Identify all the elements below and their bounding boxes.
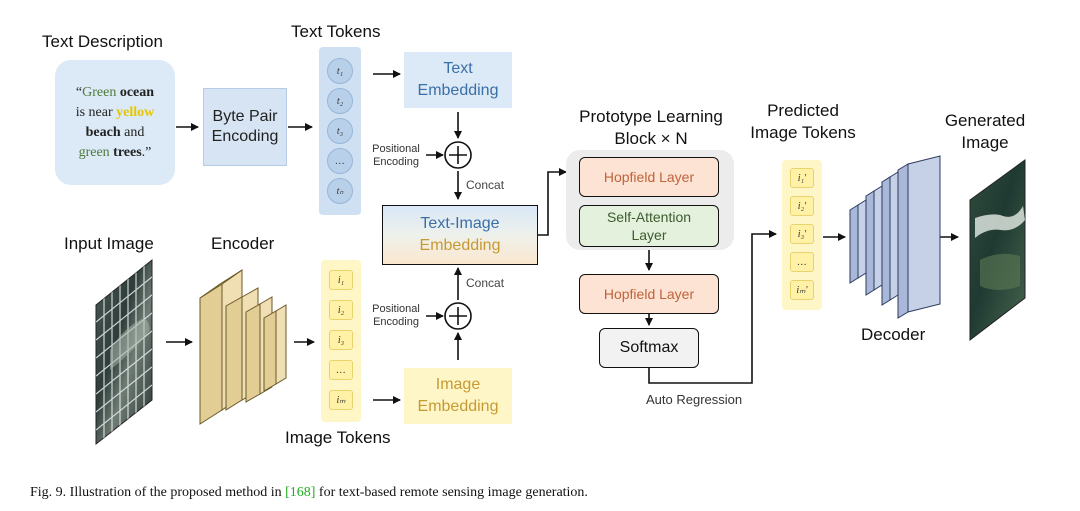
generated-image-thumbnail bbox=[969, 159, 1026, 342]
text-token: tₙ bbox=[327, 178, 353, 204]
image-token: … bbox=[329, 360, 353, 380]
text-token: t₂ bbox=[327, 88, 353, 114]
input-image-thumbnail bbox=[95, 258, 153, 446]
predicted-token: iₘ' bbox=[790, 280, 814, 300]
label-concat-bottom: Concat bbox=[466, 276, 505, 290]
label-text-description: Text Description bbox=[42, 32, 163, 51]
predicted-token: … bbox=[790, 252, 814, 272]
predicted-token: i₃' bbox=[790, 224, 814, 244]
label-input-image: Input Image bbox=[64, 234, 154, 253]
hopfield-layer-2: Hopfield Layer bbox=[579, 274, 719, 314]
text-description-box: “Green ocean is near yellow beach and gr… bbox=[55, 60, 175, 185]
text-token: … bbox=[327, 148, 353, 174]
arrow-auto-regression bbox=[648, 230, 777, 384]
encoder-stack bbox=[199, 269, 287, 425]
text-token: t₁ bbox=[327, 58, 353, 84]
predicted-token: i₂' bbox=[790, 196, 814, 216]
figure-caption: Fig. 9. Illustration of the proposed met… bbox=[30, 485, 588, 500]
arrow-ti-to-prototype bbox=[538, 168, 567, 236]
label-prototype-block: Prototype Learning Block × N bbox=[579, 107, 723, 148]
label-generated-image: Generated Image bbox=[944, 111, 1026, 152]
decoder-stack bbox=[849, 155, 941, 319]
image-token: iₘ bbox=[329, 390, 353, 410]
label-decoder: Decoder bbox=[861, 325, 926, 344]
predicted-token: i₁' bbox=[790, 168, 814, 188]
label-auto-regression: Auto Regression bbox=[646, 392, 743, 407]
softmax-box: Softmax bbox=[599, 328, 699, 368]
label-encoder: Encoder bbox=[211, 234, 275, 253]
image-token: i₁ bbox=[329, 270, 353, 290]
label-predicted-image-tokens: Predicted Image Tokens bbox=[750, 101, 856, 142]
image-token: i₂ bbox=[329, 300, 353, 320]
text-token: t₃ bbox=[327, 118, 353, 144]
label-text-tokens: Text Tokens bbox=[291, 22, 381, 41]
label-concat-top: Concat bbox=[466, 178, 505, 192]
label-image-tokens: Image Tokens bbox=[285, 428, 391, 447]
hopfield-layer-1: Hopfield Layer bbox=[579, 157, 719, 197]
image-token: i₃ bbox=[329, 330, 353, 350]
